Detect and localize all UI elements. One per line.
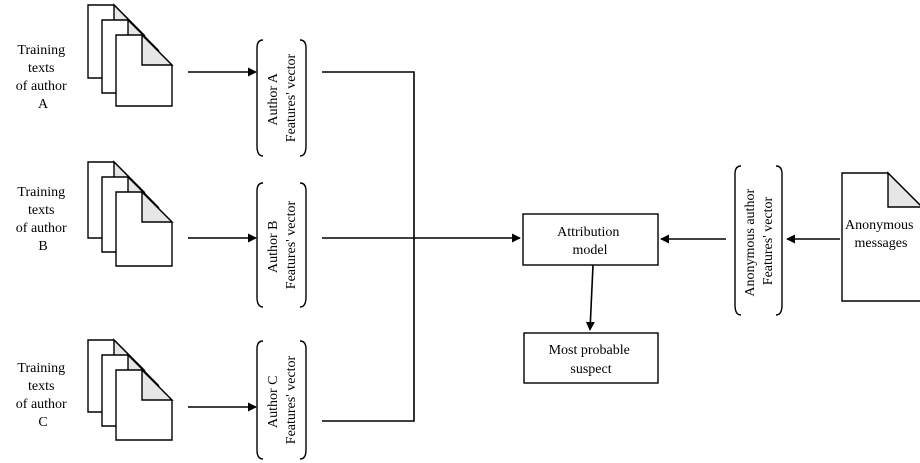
document-stack-icon-a bbox=[87, 3, 174, 107]
arrow-to-suspect bbox=[585, 264, 595, 331]
suspect-box: Most probable suspect bbox=[523, 332, 659, 384]
connector-a-c bbox=[322, 71, 415, 422]
attribution-model-label: Attribution model bbox=[557, 225, 623, 258]
suspect-label: Most probable suspect bbox=[549, 343, 634, 377]
anonymous-vector-label: Anonymous author Features' vector bbox=[743, 185, 776, 296]
vector-connectors bbox=[322, 71, 521, 422]
anonymous-messages-document: Anonymous messages bbox=[841, 171, 920, 302]
document-stack-icon-b bbox=[87, 160, 174, 267]
author-a-row: Training texts of author A Author A Feat… bbox=[16, 3, 307, 157]
author-c-vector: Author C Features' vector bbox=[256, 340, 307, 460]
author-b-vector-label: Author B Features' vector bbox=[266, 200, 299, 289]
anonymous-vector: Anonymous author Features' vector bbox=[734, 165, 783, 316]
author-a-vector: Author A Features' vector bbox=[256, 39, 307, 157]
author-b-vector: Author B Features' vector bbox=[256, 182, 307, 308]
author-c-vector-label: Author C Features' vector bbox=[266, 355, 299, 444]
attribution-model-box: Attribution model bbox=[522, 213, 659, 266]
training-texts-label-b: Training texts of author B bbox=[16, 185, 70, 254]
author-a-vector-label: Author A Features' vector bbox=[266, 53, 299, 142]
training-texts-label-c: Training texts of author C bbox=[16, 361, 70, 430]
author-c-row: Training texts of author C Author C Feat… bbox=[16, 338, 307, 460]
anonymous-messages-label: Anonymous messages bbox=[845, 218, 917, 251]
document-stack-icon-c bbox=[87, 338, 174, 441]
training-texts-label-a: Training texts of author A bbox=[16, 43, 70, 112]
author-b-row: Training texts of author B Author B Feat… bbox=[16, 160, 307, 308]
